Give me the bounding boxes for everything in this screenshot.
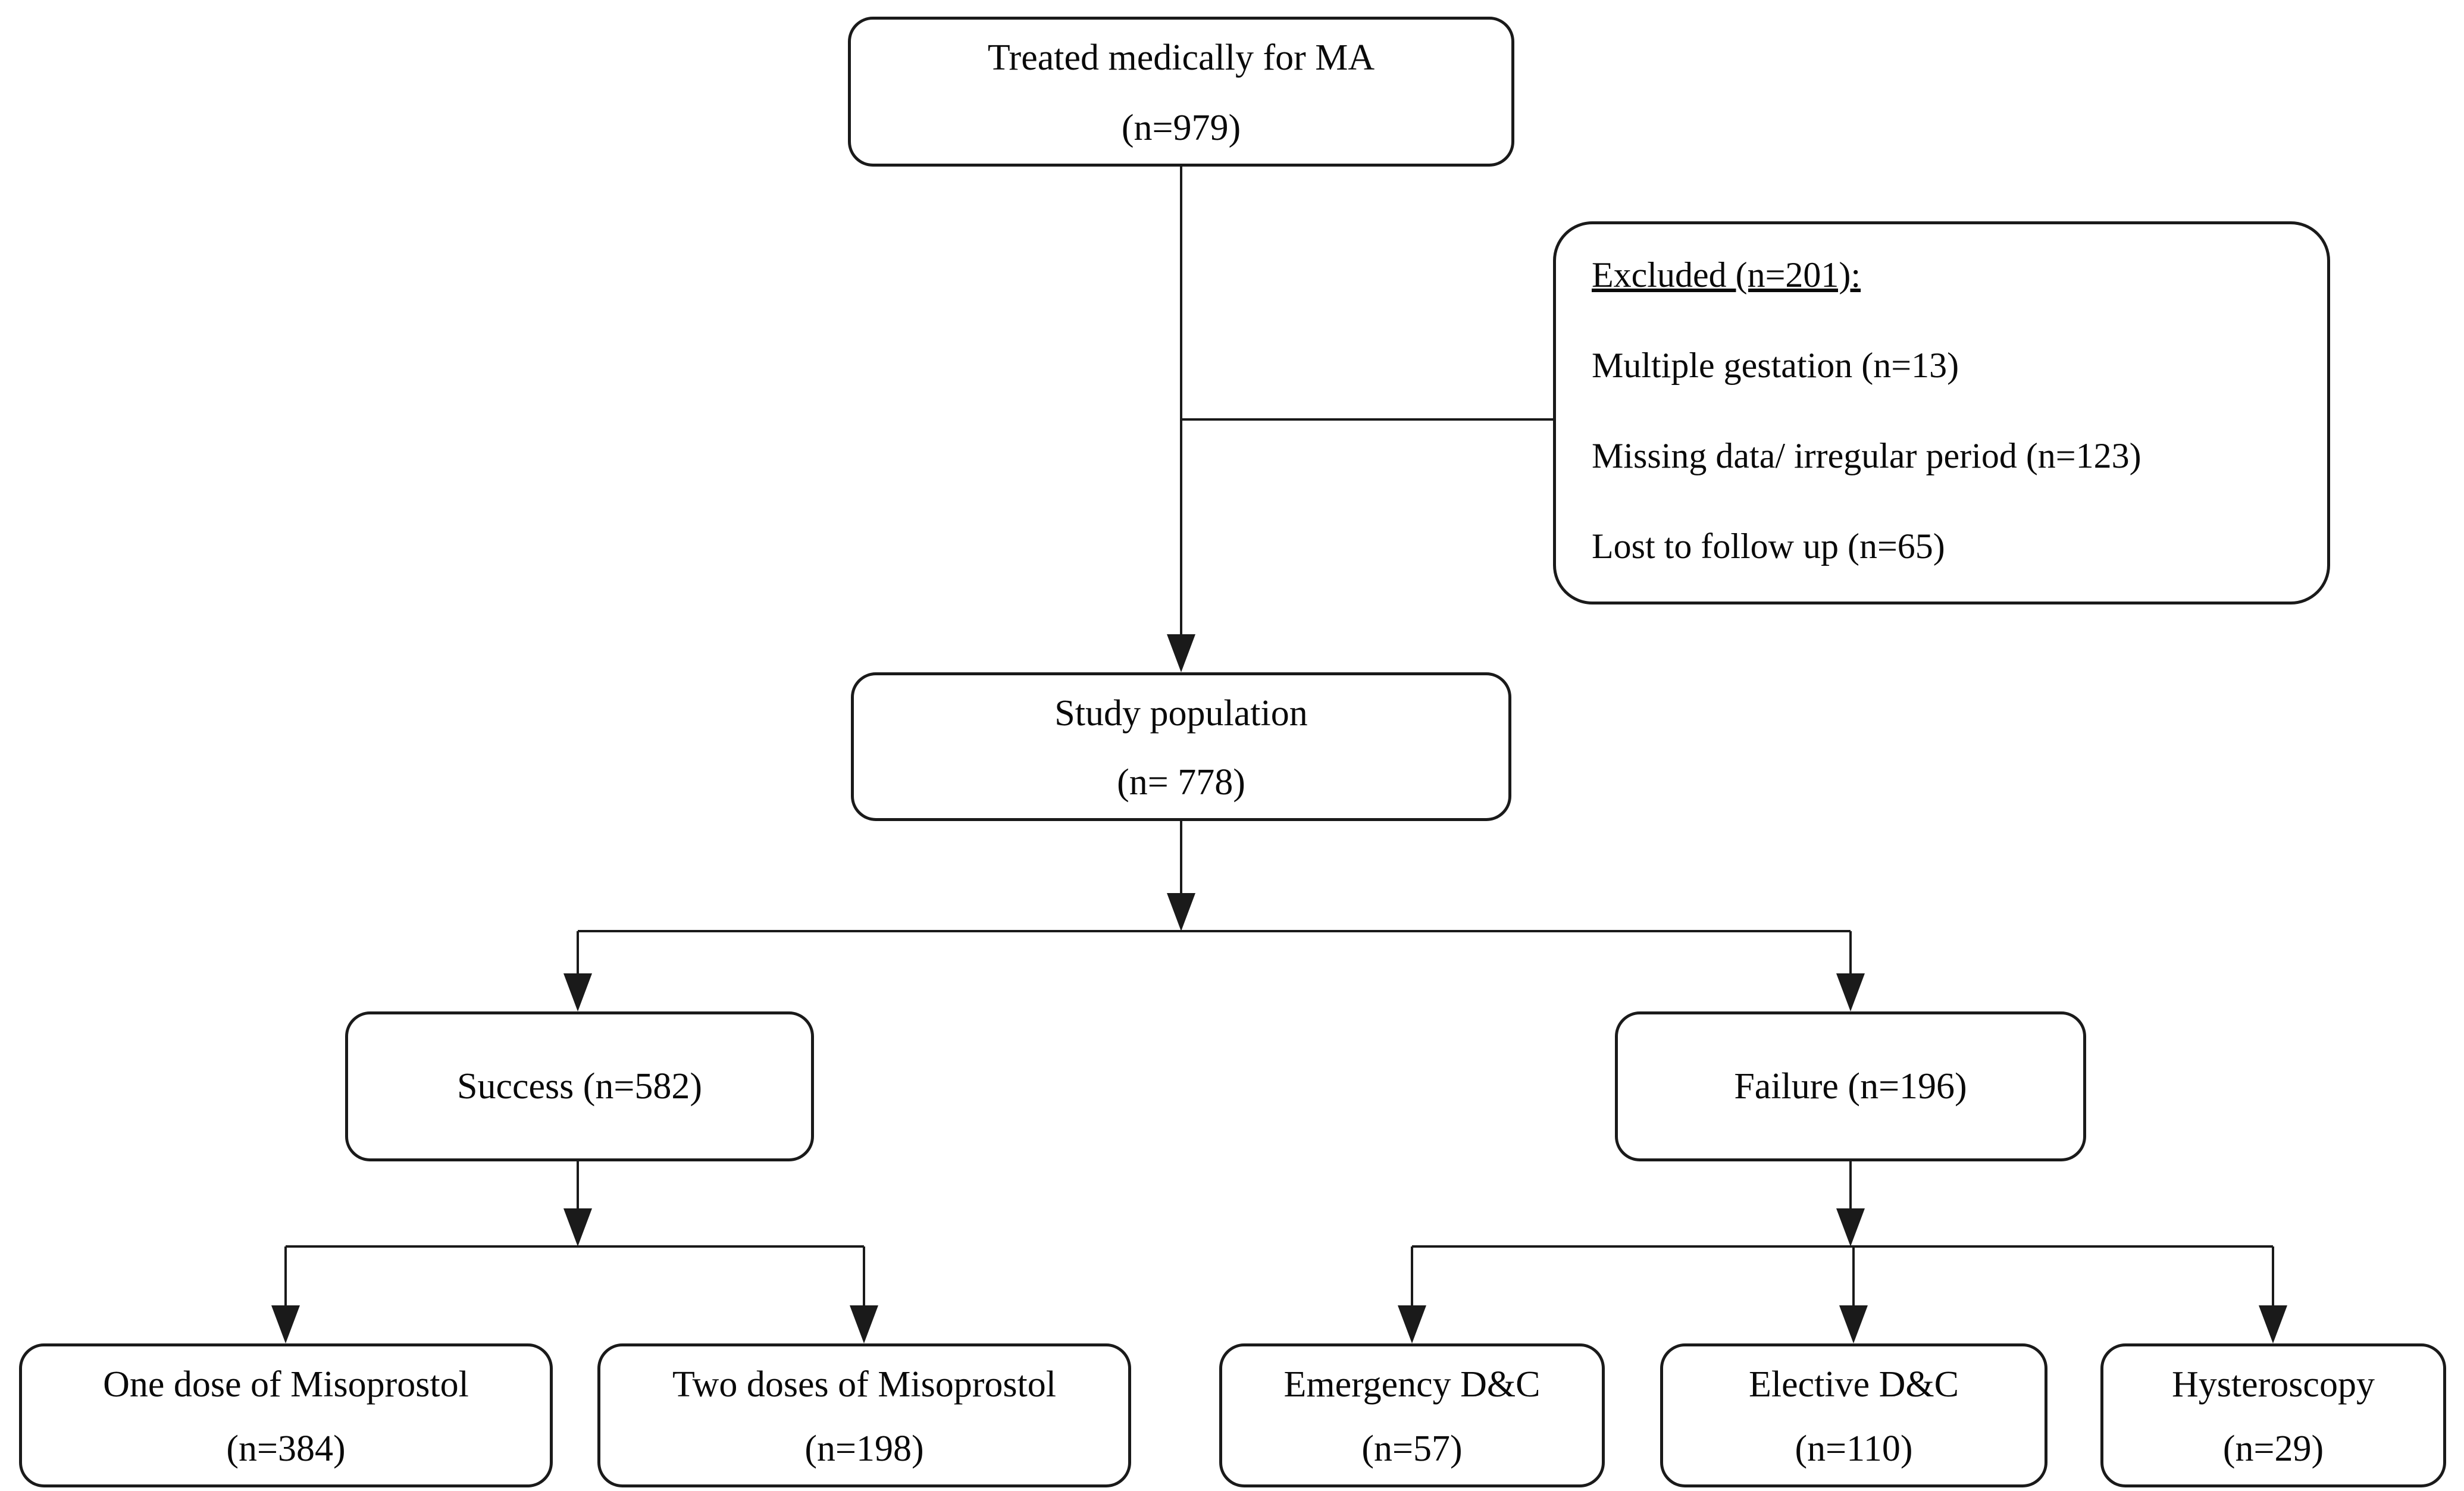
node-failure-label: Failure (n=196)	[1734, 1066, 1967, 1107]
node-treated-medically-count: (n=979)	[1121, 107, 1241, 148]
arrowhead-failure	[1836, 973, 1865, 1011]
node-one-dose-label: One dose of Misoprostol	[103, 1364, 469, 1405]
node-excluded-item-missing-data: Missing data/ irregular period (n=123)	[1592, 436, 2141, 475]
node-two-doses-count: (n=198)	[804, 1428, 924, 1469]
arrowhead-splitbar-3	[1836, 1208, 1865, 1246]
arrowhead-success	[563, 973, 592, 1011]
node-excluded-heading: Excluded (n=201):	[1592, 255, 1861, 295]
arrowhead-emergency	[1398, 1305, 1426, 1343]
node-excluded-item-lost-followup: Lost to follow up (n=65)	[1592, 527, 1945, 566]
node-study-population-count: (n= 778)	[1117, 762, 1245, 803]
node-one-dose-count: (n=384)	[226, 1428, 346, 1469]
arrowhead-one-dose	[271, 1305, 300, 1343]
node-treated-medically-label: Treated medically for MA	[987, 37, 1375, 78]
node-study-population-label: Study population	[1054, 693, 1308, 734]
node-hysteroscopy-label: Hysteroscopy	[2172, 1364, 2375, 1405]
node-emergency-dc: Emergency D&C (n=57)	[1219, 1343, 1605, 1487]
arrowhead-study	[1167, 634, 1195, 672]
node-excluded-item-multiple-gestation: Multiple gestation (n=13)	[1592, 346, 1959, 385]
node-treated-medically: Treated medically for MA (n=979)	[848, 17, 1514, 167]
node-one-dose-misoprostol: One dose of Misoprostol (n=384)	[19, 1343, 553, 1487]
arrowhead-two-doses	[850, 1305, 878, 1343]
arrowhead-elective	[1839, 1305, 1868, 1343]
node-success: Success (n=582)	[345, 1011, 814, 1161]
node-hysteroscopy-count: (n=29)	[2222, 1428, 2324, 1469]
node-failure: Failure (n=196)	[1615, 1011, 2086, 1161]
node-emergency-dc-label: Emergency D&C	[1283, 1364, 1541, 1405]
node-hysteroscopy: Hysteroscopy (n=29)	[2100, 1343, 2446, 1487]
node-study-population: Study population (n= 778)	[851, 672, 1511, 821]
arrowhead-splitbar-1	[1167, 893, 1195, 931]
node-emergency-dc-count: (n=57)	[1361, 1428, 1463, 1469]
arrowhead-splitbar-2	[563, 1208, 592, 1246]
node-elective-dc-label: Elective D&C	[1749, 1364, 1959, 1405]
node-success-label: Success (n=582)	[456, 1066, 703, 1107]
node-two-doses-label: Two doses of Misoprostol	[672, 1364, 1056, 1405]
arrowhead-hysteroscopy	[2259, 1305, 2287, 1343]
node-elective-dc: Elective D&C (n=110)	[1660, 1343, 2047, 1487]
node-elective-dc-count: (n=110)	[1795, 1428, 1913, 1469]
node-two-doses-misoprostol: Two doses of Misoprostol (n=198)	[597, 1343, 1131, 1487]
node-excluded: Excluded (n=201): Multiple gestation (n=…	[1553, 221, 2330, 604]
